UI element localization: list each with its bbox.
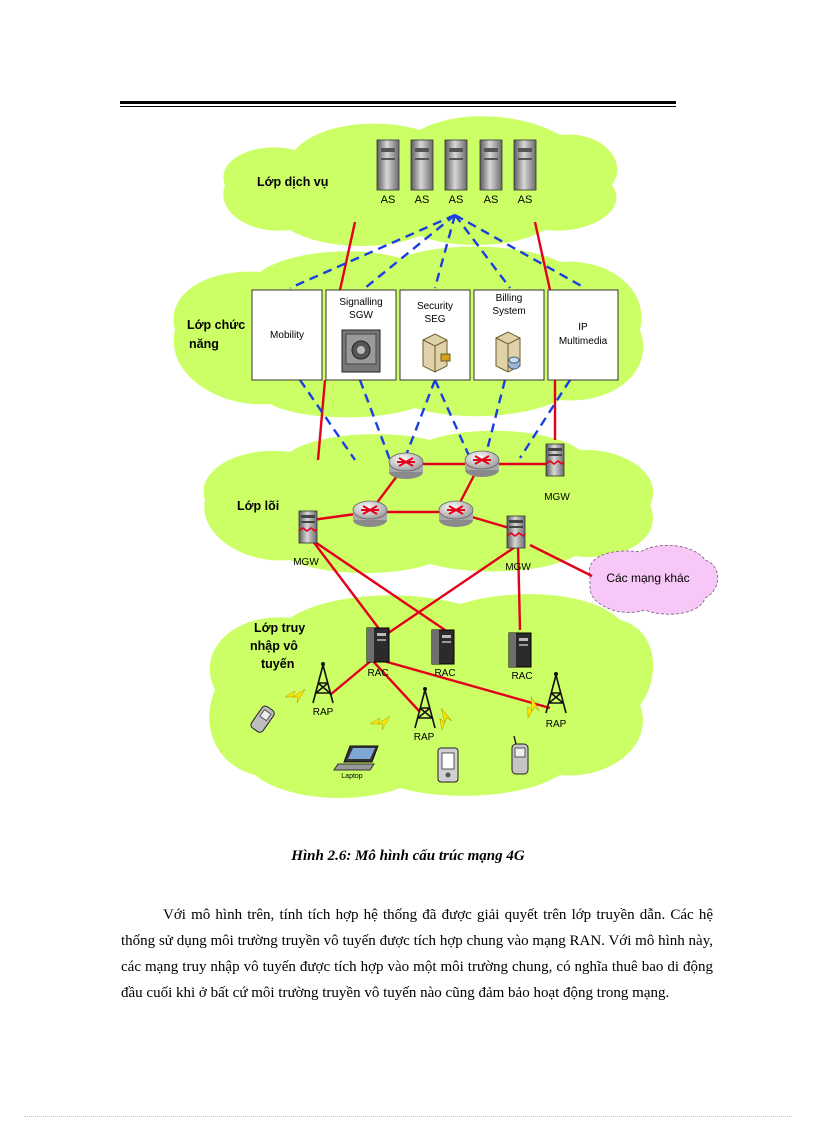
mobility-label: Mobility	[270, 330, 304, 341]
sgw-device-icon	[341, 329, 381, 373]
access-cloud	[209, 594, 654, 798]
mgw-label: MGW	[544, 492, 570, 503]
mobility-box: Mobility	[251, 289, 323, 381]
mgw-left: MGW	[293, 510, 319, 568]
layer-label-access-1: Lớp truy	[254, 621, 305, 635]
rap-3: RAP	[545, 671, 567, 730]
sgw-label: SGW	[349, 310, 373, 321]
as-server-3: AS	[444, 139, 468, 206]
rac-label: RAC	[511, 671, 532, 682]
security-label: Security	[417, 301, 453, 312]
signalling-sgw-box: Signalling SGW	[325, 289, 397, 381]
router-icon	[438, 500, 474, 528]
rac-1: RAC	[366, 627, 390, 679]
as-server-2: AS	[410, 139, 434, 206]
laptop-label: Laptop	[341, 773, 363, 780]
router-icon	[352, 500, 388, 528]
billing-system-box: Billing System	[473, 289, 545, 381]
router-icon	[464, 450, 500, 478]
paragraph-text: Với mô hình trên, tính tích hợp hệ thống…	[121, 907, 713, 1001]
seg-server-icon	[422, 333, 451, 373]
as-label: AS	[415, 194, 430, 206]
other-networks-label: Các mạng khác	[606, 571, 689, 585]
pda-icon	[437, 747, 459, 783]
cellphone-icon	[250, 705, 275, 733]
rap-label: RAP	[313, 707, 334, 718]
billing-label: Billing	[496, 293, 523, 304]
rap-label: RAP	[414, 732, 435, 743]
layer-label-access-3: tuyến	[261, 657, 294, 671]
laptop-icon: Laptop	[333, 745, 379, 780]
layer-label-function-1: Lớp chức	[187, 318, 245, 332]
as-server-1: AS	[376, 139, 400, 206]
rap-1: RAP	[312, 661, 334, 718]
footer-dotted-line	[24, 1116, 792, 1117]
signalling-label: Signalling	[339, 297, 382, 308]
rac-2: RAC	[431, 629, 456, 679]
header-rule-thick	[120, 101, 676, 104]
header-rule-thin	[120, 106, 676, 107]
rac-label: RAC	[434, 668, 455, 679]
ip-multimedia-box: IP Multimedia	[547, 289, 619, 381]
layer-label-access-2: nhập vô	[250, 639, 298, 653]
body-paragraph: Với mô hình trên, tính tích hợp hệ thống…	[121, 902, 713, 1006]
rac-label: RAC	[367, 668, 388, 679]
mgw-top-right: MGW	[544, 443, 570, 503]
as-server-4: AS	[479, 139, 503, 206]
layer-label-service: Lớp dịch vụ	[257, 175, 328, 189]
layer-label-function-2: năng	[189, 337, 219, 351]
rap-label: RAP	[546, 719, 567, 730]
as-label: AS	[518, 194, 533, 206]
multimedia-label: Multimedia	[559, 336, 608, 347]
other-networks-cloud	[589, 545, 719, 615]
network-4g-diagram: AS AS AS AS AS Lớp dịch vụ Lớp chức năng…	[173, 116, 719, 798]
mgw-label: MGW	[505, 562, 531, 573]
router-icon	[388, 452, 424, 480]
system-label: System	[492, 306, 525, 317]
rap-2: RAP	[414, 686, 436, 743]
blue-dashed-links	[289, 213, 586, 461]
layer-label-core: Lớp lõi	[237, 499, 279, 513]
as-label: AS	[381, 194, 396, 206]
ip-label: IP	[578, 322, 588, 333]
mgw-label: MGW	[293, 557, 319, 568]
mobile-phone-icon	[511, 735, 529, 775]
as-server-5: AS	[513, 139, 537, 206]
as-label: AS	[449, 194, 464, 206]
seg-label: SEG	[424, 314, 445, 325]
mgw-right: MGW	[505, 515, 531, 573]
figure-caption: Hình 2.6: Mô hình cấu trúc mạng 4G	[291, 848, 525, 864]
billing-server-icon	[495, 331, 521, 373]
as-label: AS	[484, 194, 499, 206]
security-seg-box: Security SEG	[399, 289, 471, 381]
rac-3: RAC	[508, 632, 533, 682]
